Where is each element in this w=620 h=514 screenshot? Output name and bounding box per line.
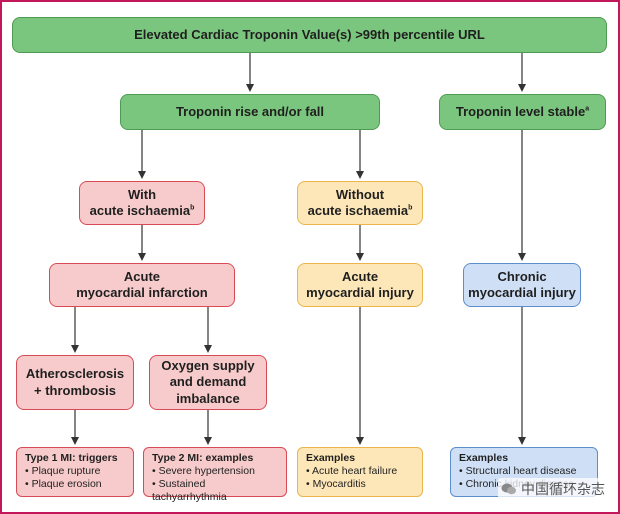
with-line2-wrap: acute ischaemiab [90,203,195,219]
type2-examples-box: Type 2 MI: examples Severe hypertension … [143,447,287,503]
acute-examples-item: Myocarditis [306,478,414,491]
oxygen-line2: and demand [169,374,247,390]
with-ischaemia-label: With acute ischaemiab [90,187,195,220]
with-ischaemia-box: With acute ischaemiab [79,181,205,225]
title-text: Elevated Cardiac Troponin Value(s) >99th… [134,26,485,42]
without-ischaemia-label: Without acute ischaemiab [308,187,413,220]
without-line2-wrap: acute ischaemiab [308,203,413,219]
type1-item: Plaque rupture [25,465,125,478]
chronic-examples-item: Structural heart disease [459,465,589,478]
acute-examples-header: Examples [306,452,356,464]
oxygen-line1: Oxygen supply [161,358,255,374]
without-ischaemia-box: Without acute ischaemiab [297,181,423,225]
with-line2: acute ischaemia [89,203,191,218]
watermark-text: 中国循环杂志 [521,481,605,497]
acute-injury-examples-box: Examples Acute heart failure Myocarditis [297,447,423,497]
acute-injury-box: Acute myocardial injury [297,263,423,307]
chronic-injury-box: Chronic myocardial injury [463,263,581,307]
without-sup: b [408,204,413,212]
without-line2: acute ischaemia [307,203,409,218]
oxygen-line3: imbalance [176,390,240,406]
with-line1: With [127,186,157,202]
ainj-line1: Acute [341,268,379,284]
with-sup: b [190,204,195,212]
athero-line2: + thrombosis [33,382,116,398]
title-box: Elevated Cardiac Troponin Value(s) >99th… [12,17,607,53]
acute-examples-item: Acute heart failure [306,465,414,478]
rise-fall-box: Troponin rise and/or fall [120,94,380,130]
acute-mi-box: Acute myocardial infarction [49,263,235,307]
wechat-icon [501,483,516,495]
type1-header: Type 1 MI: triggers [25,452,118,464]
ainj-line2: myocardial injury [306,285,414,300]
acute-injury-label: Acute myocardial injury [306,269,414,302]
cinj-line1: Chronic [497,268,547,284]
rise-fall-text: Troponin rise and/or fall [175,103,325,119]
ami-line2: myocardial infarction [76,285,208,300]
type1-item: Plaque erosion [25,478,125,491]
atherosclerosis-box: Atherosclerosis + thrombosis [16,355,134,410]
type2-header: Type 2 MI: examples [152,452,254,464]
chronic-injury-label: Chronic myocardial injury [468,269,576,302]
stable-box: Troponin level stablea [439,94,606,130]
athero-label: Atherosclerosis + thrombosis [26,366,124,399]
oxygen-imbalance-box: Oxygen supply and demand imbalance [149,355,267,410]
stable-sup: a [585,105,590,113]
ami-line1: Acute [123,268,161,284]
stable-text: Troponin level stable [455,103,586,119]
acute-mi-label: Acute myocardial infarction [76,269,207,302]
oxygen-label: Oxygen supply and demand imbalance [161,358,254,407]
cinj-line2: myocardial injury [468,285,576,300]
type1-examples-box: Type 1 MI: triggers Plaque rupture Plaqu… [16,447,134,497]
without-line1: Without [335,186,385,202]
watermark: 中国循环杂志 [498,478,608,500]
chronic-examples-header: Examples [459,452,509,464]
athero-line1: Atherosclerosis [25,366,125,382]
stable-label: Troponin level stablea [456,104,589,120]
type2-item: Severe hypertension [152,465,278,478]
type2-item: Sustained tachyarrhythmia [152,478,278,504]
